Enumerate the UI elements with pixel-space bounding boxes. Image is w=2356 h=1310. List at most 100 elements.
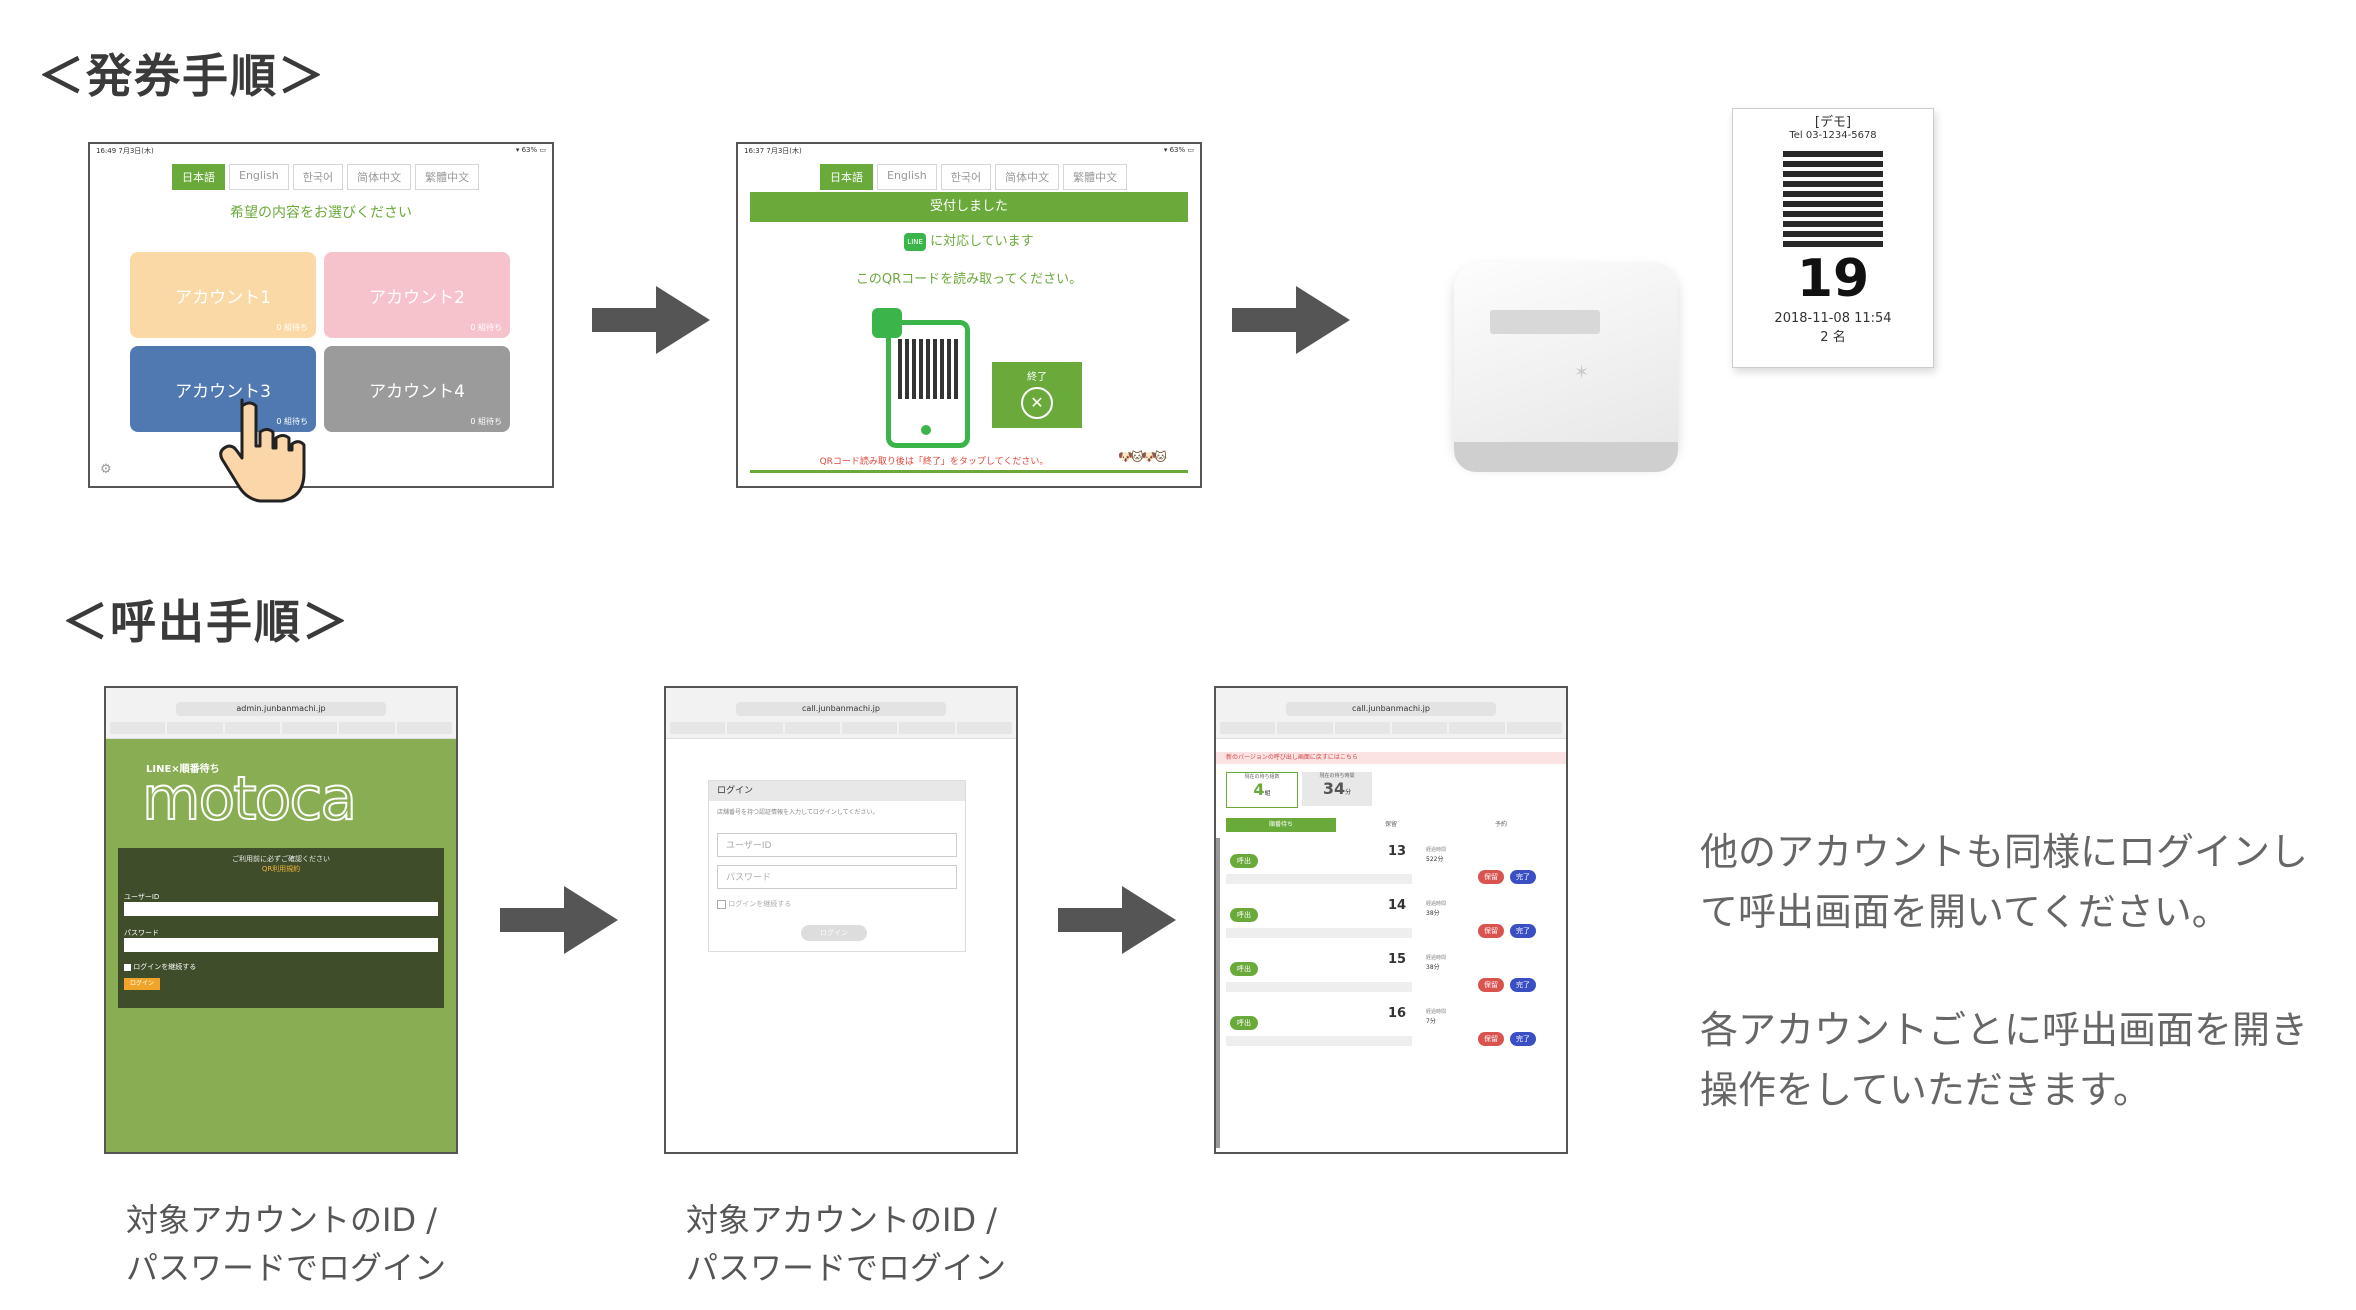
remember-row[interactable]: ログインを継続する	[717, 899, 791, 909]
tab-japanese[interactable]: 日本語	[820, 164, 873, 190]
step-caption-1: 対象アカウントのID / パスワードでログイン	[126, 1196, 446, 1292]
call-login-screen: ぁあ call.junbanmachi.jp ログイン 店舗番号を持つ認証情報を…	[664, 686, 1018, 1154]
done-button[interactable]: 完了	[1510, 870, 1536, 884]
browser-tab[interactable]	[1449, 722, 1505, 734]
tab-hold[interactable]: 保留	[1384, 821, 1397, 828]
phone-home-button	[921, 425, 931, 435]
login-button[interactable]: ログイン	[801, 925, 867, 941]
remember-checkbox[interactable]	[717, 899, 726, 909]
tab-japanese[interactable]: 日本語	[172, 164, 225, 190]
account-2-button[interactable]: アカウント2 0 組待ち	[324, 252, 510, 338]
elapsed-label: 経過時間	[1426, 1009, 1447, 1015]
remember-row[interactable]: ログインを継続する	[124, 962, 196, 972]
browser-tab[interactable]	[1506, 722, 1562, 734]
memo-field[interactable]	[1226, 982, 1412, 992]
done-button[interactable]: 完了	[1510, 978, 1536, 992]
browser-tab[interactable]	[167, 722, 223, 734]
browser-tab[interactable]	[670, 722, 726, 734]
browser-tab[interactable]	[224, 722, 280, 734]
browser-tabs	[1220, 722, 1562, 734]
line-supported-text: に対応しています	[930, 234, 1034, 249]
browser-tab[interactable]	[1220, 722, 1276, 734]
ticket-number: 14	[1388, 898, 1407, 913]
stat-value: 34	[1322, 779, 1346, 798]
url-bar[interactable]: call.junbanmachi.jp	[736, 702, 946, 716]
tab-korean[interactable]: 한국어	[292, 164, 344, 190]
elapsed-time: 7分	[1426, 1018, 1436, 1025]
line-logo-icon: LINE	[904, 232, 926, 251]
done-button[interactable]: 完了	[1510, 1032, 1536, 1046]
tab-traditional-chinese[interactable]: 繁體中文	[415, 164, 480, 190]
footer-note: QRコード読み取り後は「終了」をタップしてください。	[819, 457, 1049, 467]
hold-button[interactable]: 保留	[1478, 924, 1504, 938]
browser-tab[interactable]	[110, 722, 166, 734]
receipt-printer: ✶	[1454, 262, 1678, 482]
login-button[interactable]: ログイン	[124, 978, 160, 990]
url-bar[interactable]: admin.junbanmachi.jp	[176, 702, 386, 716]
hold-button[interactable]: 保留	[1478, 1032, 1504, 1046]
call-button[interactable]: 呼出	[1230, 1016, 1258, 1030]
tab-traditional-chinese[interactable]: 繁體中文	[1063, 164, 1128, 190]
call-steps-heading: ＜呼出手順＞	[62, 595, 350, 649]
call-button[interactable]: 呼出	[1230, 854, 1258, 868]
browser-tab[interactable]	[339, 722, 395, 734]
tab-reservation[interactable]: 予約	[1494, 821, 1507, 828]
call-button[interactable]: 呼出	[1230, 908, 1258, 922]
language-tabs: 日本語 English 한국어 简体中文 繁體中文	[820, 164, 1128, 190]
arrow-right-icon	[500, 886, 618, 954]
browser-tab[interactable]	[1391, 722, 1448, 734]
ticket-number: 13	[1388, 844, 1407, 859]
browser-chrome: ぁあ call.junbanmachi.jp	[666, 688, 1016, 739]
browser-tab[interactable]	[727, 722, 783, 734]
browser-tab[interactable]	[784, 722, 840, 734]
password-field[interactable]	[124, 938, 438, 952]
browser-tab[interactable]	[841, 722, 898, 734]
account-1-button[interactable]: アカウント1 0 組待ち	[130, 252, 316, 338]
notice-text: ご利用前に必ずご確認ください	[232, 855, 330, 863]
browser-tab[interactable]	[899, 722, 955, 734]
browser-tabs	[670, 722, 1012, 734]
stat-label: 現在の待ち組数	[1244, 774, 1280, 780]
user-id-input[interactable]: ユーザーID	[717, 833, 957, 857]
remember-checkbox[interactable]	[124, 963, 131, 971]
user-id-field[interactable]	[124, 902, 438, 916]
memo-field[interactable]	[1226, 1036, 1412, 1046]
hand-pointer-icon	[219, 398, 306, 503]
queue-tabs: 順番待ち 保留 予約	[1226, 818, 1556, 832]
account-4-button[interactable]: アカウント4 0 組待ち	[324, 346, 510, 432]
call-screen: ぁあ call.junbanmachi.jp 新のバージョンの呼び出し画面に戻す…	[1214, 686, 1568, 1154]
browser-tab[interactable]	[396, 722, 452, 734]
browser-tab[interactable]	[956, 722, 1012, 734]
memo-field[interactable]	[1226, 928, 1412, 938]
tab-waiting[interactable]: 順番待ち	[1226, 818, 1336, 832]
terms-link[interactable]: QR利用規約	[261, 865, 301, 873]
browser-tab[interactable]	[1334, 722, 1390, 734]
account-label: アカウント4	[369, 381, 465, 402]
memo-field[interactable]	[1226, 874, 1412, 884]
tab-korean[interactable]: 한국어	[940, 164, 992, 190]
gear-icon[interactable]: ⚙	[100, 462, 112, 477]
stat-unit: 分	[1345, 789, 1352, 796]
url-bar[interactable]: call.junbanmachi.jp	[1286, 702, 1496, 716]
tab-simplified-chinese[interactable]: 简体中文	[995, 164, 1060, 190]
tab-simplified-chinese[interactable]: 简体中文	[347, 164, 412, 190]
hold-button[interactable]: 保留	[1478, 870, 1504, 884]
star-logo-icon: ✶	[1574, 362, 1590, 383]
call-button[interactable]: 呼出	[1230, 962, 1258, 976]
account-3-button[interactable]: アカウント3 0 組待ち	[130, 346, 316, 432]
elapsed-label: 経過時間	[1426, 955, 1447, 961]
status-bar: 16:37 7月3日(木) ▾ 63% ▭	[738, 144, 1200, 158]
hold-button[interactable]: 保留	[1478, 978, 1504, 992]
done-button[interactable]: 終了 ✕	[992, 362, 1082, 428]
elapsed-label: 経過時間	[1426, 901, 1447, 907]
password-input[interactable]: パスワード	[717, 865, 957, 889]
note-line: 各アカウントごとに呼出画面を開き	[1700, 1008, 2309, 1052]
tab-english[interactable]: English	[877, 164, 937, 190]
version-notice[interactable]: 新のバージョンの呼び出し画面に戻すにはこちら	[1216, 752, 1566, 764]
browser-tab[interactable]	[1277, 722, 1333, 734]
tab-english[interactable]: English	[229, 164, 289, 190]
scrollbar[interactable]	[1216, 838, 1220, 1148]
done-button[interactable]: 完了	[1510, 924, 1536, 938]
caption-line: パスワードでログイン	[686, 1249, 1007, 1287]
browser-tab[interactable]	[281, 722, 338, 734]
